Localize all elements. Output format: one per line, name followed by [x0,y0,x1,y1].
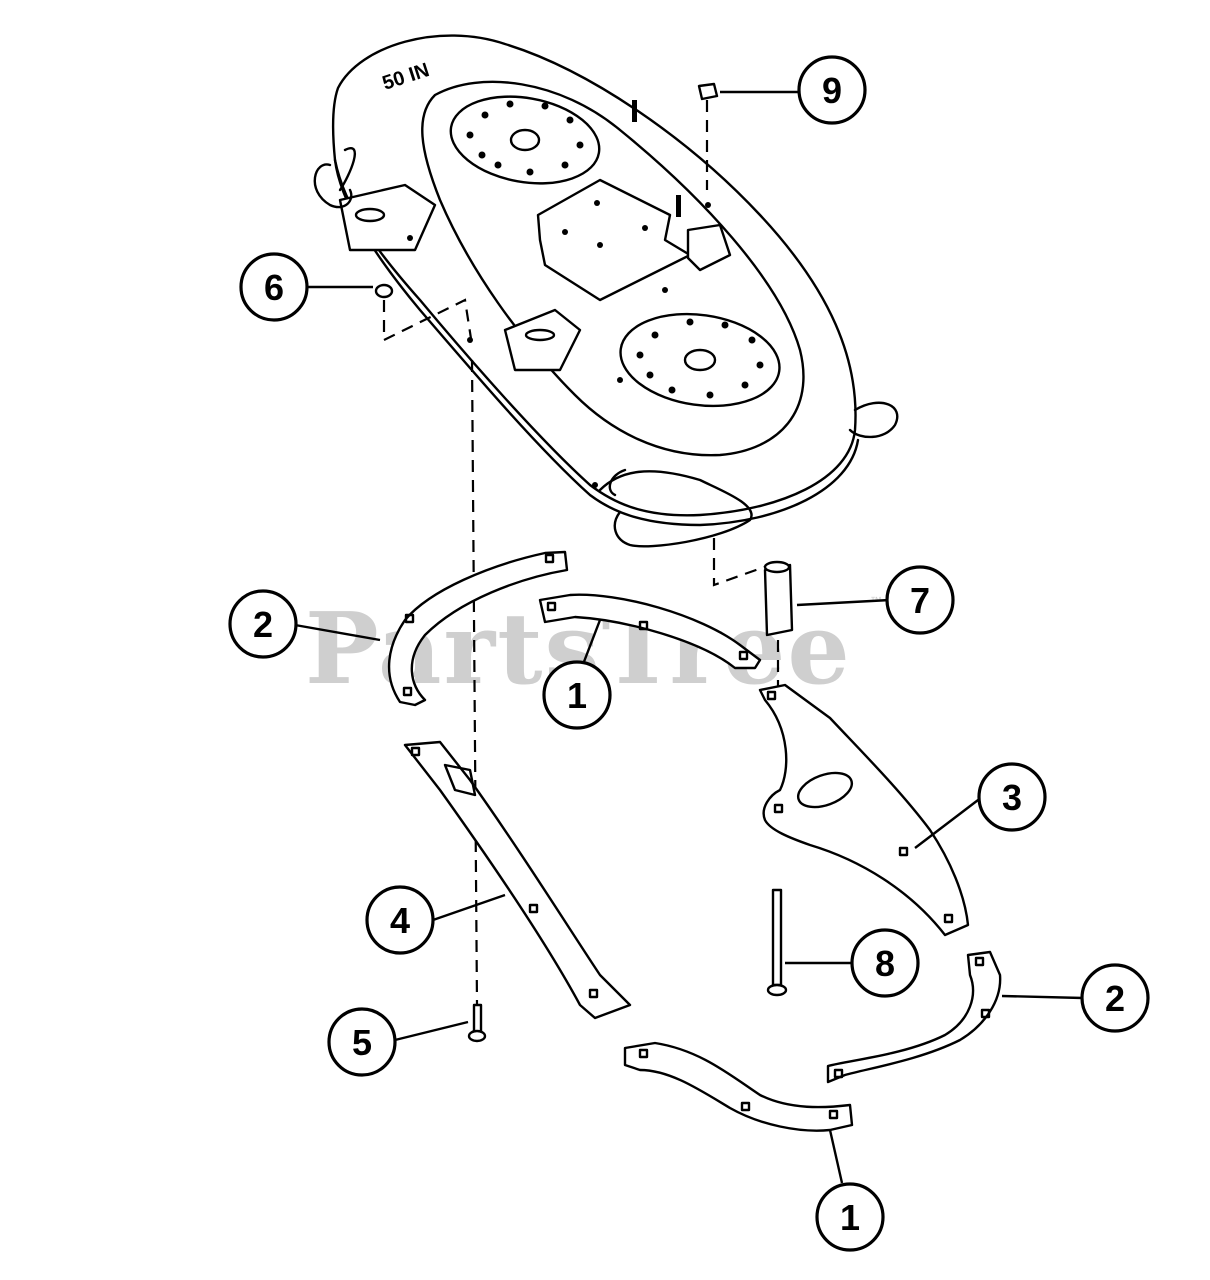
part-1-baffle-lower [623,1041,854,1132]
callout-2-lower-number: 2 [1105,978,1125,1019]
callout-5-number: 5 [352,1022,372,1063]
part-2-baffle-upper [387,550,569,707]
callout-1-upper: 1 [542,660,612,730]
callout-9-number: 9 [822,70,842,111]
callout-4-number: 4 [390,900,410,941]
callout-1-upper-number: 1 [567,675,587,716]
center-bracket-plate [536,178,692,302]
mower-deck: 50 IN [313,34,899,548]
callout-5: 5 [327,1007,397,1077]
callout-4: 4 [365,885,435,955]
callout-2-lower: 2 [1080,963,1150,1033]
callout-7-number: 7 [910,580,930,621]
callout-8: 8 [850,928,920,998]
part-6-nut [374,283,474,346]
callout-6-number: 6 [264,267,284,308]
part-2-baffle-lower [826,950,1002,1084]
leader-lines [294,90,1084,1184]
part-7-spacer [712,538,794,690]
callout-8-number: 8 [875,943,895,984]
lower-spindle-plate [619,312,781,408]
callout-3-number: 3 [1002,777,1022,818]
part-8-bolt [766,888,788,997]
callout-9: 9 [797,55,867,125]
part-9-nut [697,82,719,190]
callout-1-lower: 1 [815,1182,885,1252]
callout-2-upper-number: 2 [253,604,273,645]
callout-2-upper: 2 [228,589,298,659]
callout-1-lower-number: 1 [840,1197,860,1238]
callout-3: 3 [977,762,1047,832]
upper-spindle-plate [449,95,601,185]
part-5-bolt [467,1003,487,1043]
part-1-baffle-upper [538,593,762,670]
part-4-bar [403,740,632,1020]
callout-7: 7 [885,565,955,635]
part-3-bracket [758,683,970,937]
dashed-guide-bolt-5 [470,359,479,1006]
callout-6: 6 [239,252,309,322]
